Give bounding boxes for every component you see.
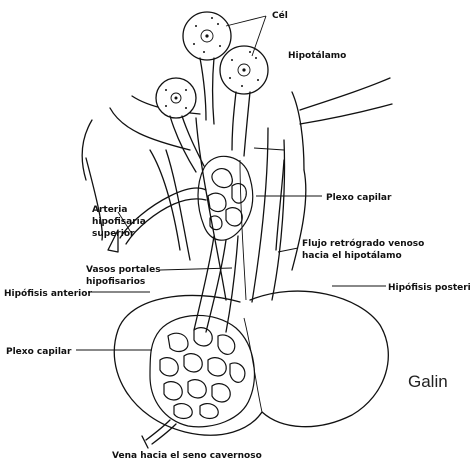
primary-capillary-plexus [198,156,253,240]
label-plexo-capilar-top: Plexo capilar [326,193,392,203]
label-arteria-1: Arteria [92,205,127,215]
label-vasos-1: Vasos portales [86,265,161,275]
label-plexo-capilar-bottom: Plexo capilar [6,347,72,357]
posterior-pituitary-lobe [250,291,388,427]
label-vena: Vena hacia el seno cavernoso [112,451,262,461]
label-hipofisis-posterior: Hipófisis posterior [388,282,470,293]
label-hipofisis-anterior: Hipófisis anterior [4,288,92,299]
caption-fragment: Galin [408,372,448,391]
label-flujo-2: hacia el hipotálamo [302,251,402,261]
neuron-cells [156,12,268,172]
label-arteria-3: superior [92,229,135,239]
label-hipotalamo: Hipotálamo [288,51,346,61]
label-flujo-1: Flujo retrógrado venoso [302,238,424,249]
secondary-capillary-plexus [150,315,254,426]
pituitary-stalk [196,118,285,302]
label-cel: Cél [272,10,288,21]
pituitary-gland [114,291,388,435]
cavernous-sinus-vein [142,420,176,448]
neuron-cell-2 [220,46,268,156]
label-vasos-2: hipofisarios [86,277,145,287]
label-arteria-2: hipofisaria [92,217,146,227]
